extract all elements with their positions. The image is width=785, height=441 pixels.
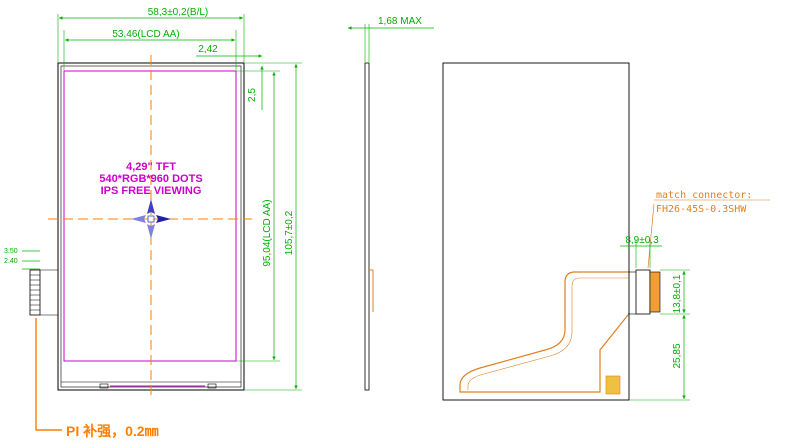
callout-leader [35, 318, 62, 431]
front-bottom-tab [99, 383, 109, 389]
side-outline [364, 62, 370, 391]
dim-conn-width: 8,9±0,3 [625, 235, 659, 246]
connector-label-line1: match connector: [656, 190, 752, 201]
dim-offset-x: 2,42 [198, 44, 218, 55]
lcd-active-area [63, 70, 237, 362]
center-label-line1: 4,29" TFT [126, 161, 176, 173]
dim-pitch-a: 3.50 [4, 248, 18, 255]
callout-text: PI 补强，0.2㎜ [66, 423, 159, 439]
dim-lcd-height: 95,04(LCD AA) [262, 199, 273, 266]
dim-bl-width: 58,3±0,2(B/L) [148, 7, 209, 18]
back-view: match connector: FH26-45S-0.3SHW 8,9±0,3… [442, 62, 770, 401]
left-connector [29, 269, 58, 316]
connector-label-line2: FH26-45S-0.3SHW [656, 204, 747, 215]
dim-pitch-b: 2.40 [4, 258, 18, 265]
dim-conn-offset: 25,85 [672, 343, 683, 368]
center-label-line3: IPS FREE VIEWING [101, 185, 202, 197]
front-view: 4,29" TFT 540*RGB*960 DOTS IPS FREE VIEW… [4, 7, 302, 439]
flex-cable-inner [467, 277, 628, 390]
center-label-line2: 540*RGB*960 DOTS [99, 173, 202, 185]
connector-contacts [649, 271, 661, 313]
dim-lcd-width: 53,46(LCD AA) [112, 29, 179, 40]
dim-total-height: 105,7±0,2 [284, 210, 295, 255]
stiffener-pads [605, 375, 621, 395]
dim-thickness: 1,68 MAX [378, 16, 422, 27]
flex-cable [459, 271, 629, 393]
dim-conn-height: 13,8±0,1 [672, 274, 683, 313]
dim-offset-y: 2,5 [247, 88, 258, 102]
connector-body [635, 269, 651, 315]
connector-leader [647, 203, 655, 269]
side-view: 1,68 MAX [348, 16, 434, 391]
center-cross-marker [131, 199, 171, 239]
front-bottom-tab-2 [207, 383, 217, 389]
back-outline [442, 62, 630, 401]
